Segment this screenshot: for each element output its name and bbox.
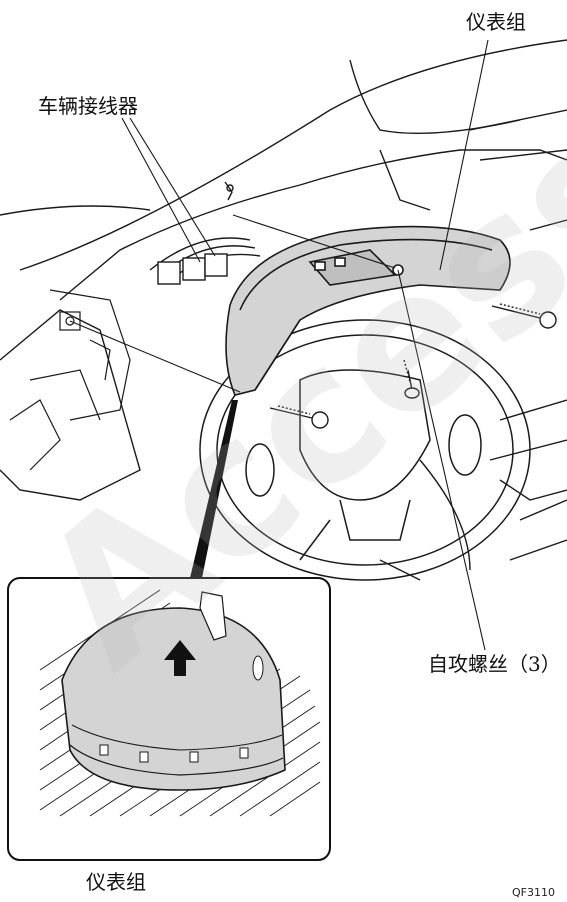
steering-wheel bbox=[199, 319, 531, 581]
screw-set bbox=[269, 303, 557, 429]
screw-center bbox=[403, 359, 420, 399]
screw-right bbox=[491, 303, 557, 329]
detail-inset bbox=[7, 577, 331, 861]
lift-direction-arrow-icon bbox=[164, 640, 196, 676]
instrument-cluster-main bbox=[225, 225, 511, 396]
connector-assembly bbox=[149, 181, 261, 285]
figure-id: QF3110 bbox=[512, 886, 555, 899]
dashboard-outline bbox=[0, 39, 567, 581]
label-self-tapping-screws: 自攻螺丝（3） bbox=[428, 652, 561, 676]
label-vehicle-connector: 车辆接线器 bbox=[38, 94, 138, 118]
screw-left bbox=[269, 405, 329, 429]
detail-pointer bbox=[190, 400, 238, 578]
left-bracket bbox=[9, 289, 131, 471]
label-instrument-cluster-top: 仪表组 bbox=[466, 10, 526, 34]
label-instrument-cluster-bottom: 仪表组 bbox=[86, 870, 146, 894]
